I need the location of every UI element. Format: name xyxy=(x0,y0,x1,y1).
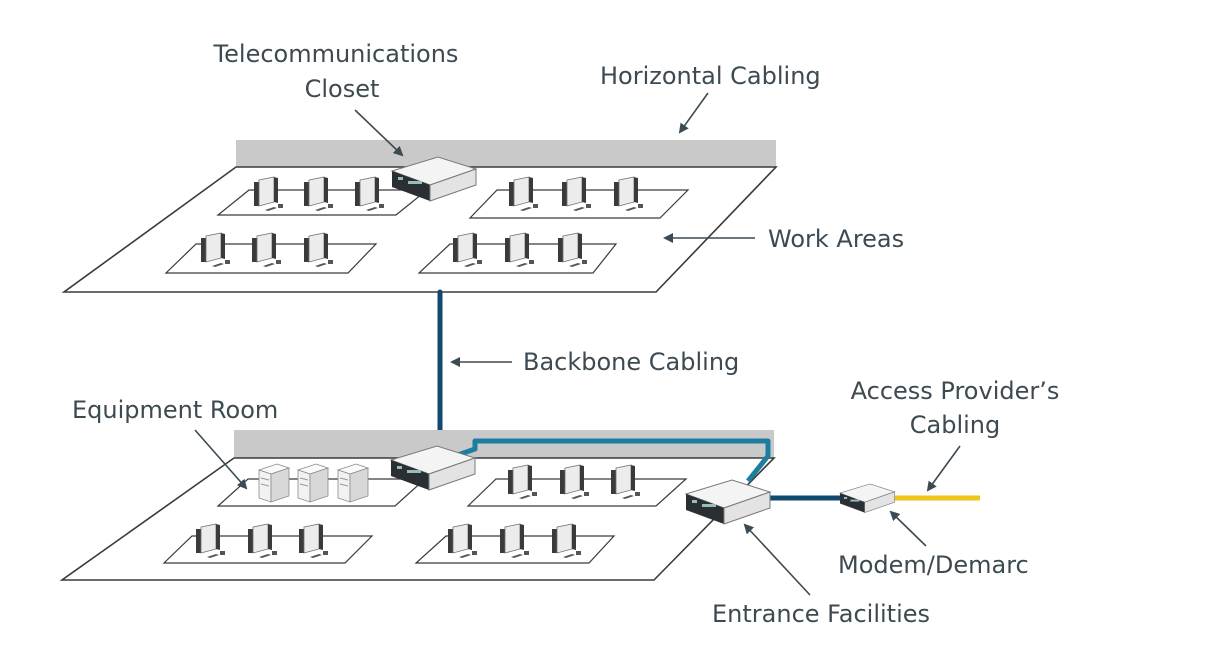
upper-floor xyxy=(61,140,778,293)
entrance-facilities-group xyxy=(685,479,980,525)
label-horizontal-cabling: Horizontal Cabling xyxy=(600,62,821,90)
label-modem-demarc: Modem/Demarc xyxy=(838,551,1029,579)
arrow-entrance-facilities xyxy=(743,523,811,596)
label-equipment-room: Equipment Room xyxy=(72,396,278,424)
callout-arrows xyxy=(194,92,961,596)
label-work-areas: Work Areas xyxy=(768,225,904,253)
server-icon xyxy=(258,463,290,503)
upper-floor-plate xyxy=(61,166,778,293)
equipment-room-servers xyxy=(258,463,369,503)
label-backbone-cabling: Backbone Cabling xyxy=(523,348,739,376)
arrow-modem-demarc xyxy=(889,510,927,547)
server-icon xyxy=(297,463,329,503)
arrow-equipment-room xyxy=(194,429,248,490)
labels: Telecommunications Closet Horizontal Cab… xyxy=(72,40,1059,628)
arrow-horizontal-cabling xyxy=(678,92,709,134)
label-access-provider-line2: Cabling xyxy=(910,411,1000,439)
label-access-provider-line1: Access Provider’s xyxy=(851,377,1060,405)
upper-floor-wall xyxy=(236,140,776,167)
label-entrance-facilities: Entrance Facilities xyxy=(712,600,930,628)
lower-floor-wall xyxy=(234,430,774,458)
arrow-telecom-closet xyxy=(354,109,404,157)
label-telecom-closet-line2: Closet xyxy=(305,75,380,103)
modem-demarc-device-icon xyxy=(839,483,895,513)
label-telecom-closet-line1: Telecommunications xyxy=(213,40,459,68)
entrance-link-cable xyxy=(454,438,771,483)
server-icon xyxy=(337,463,369,503)
lower-floor xyxy=(59,430,776,581)
arrow-access-provider xyxy=(926,445,961,492)
